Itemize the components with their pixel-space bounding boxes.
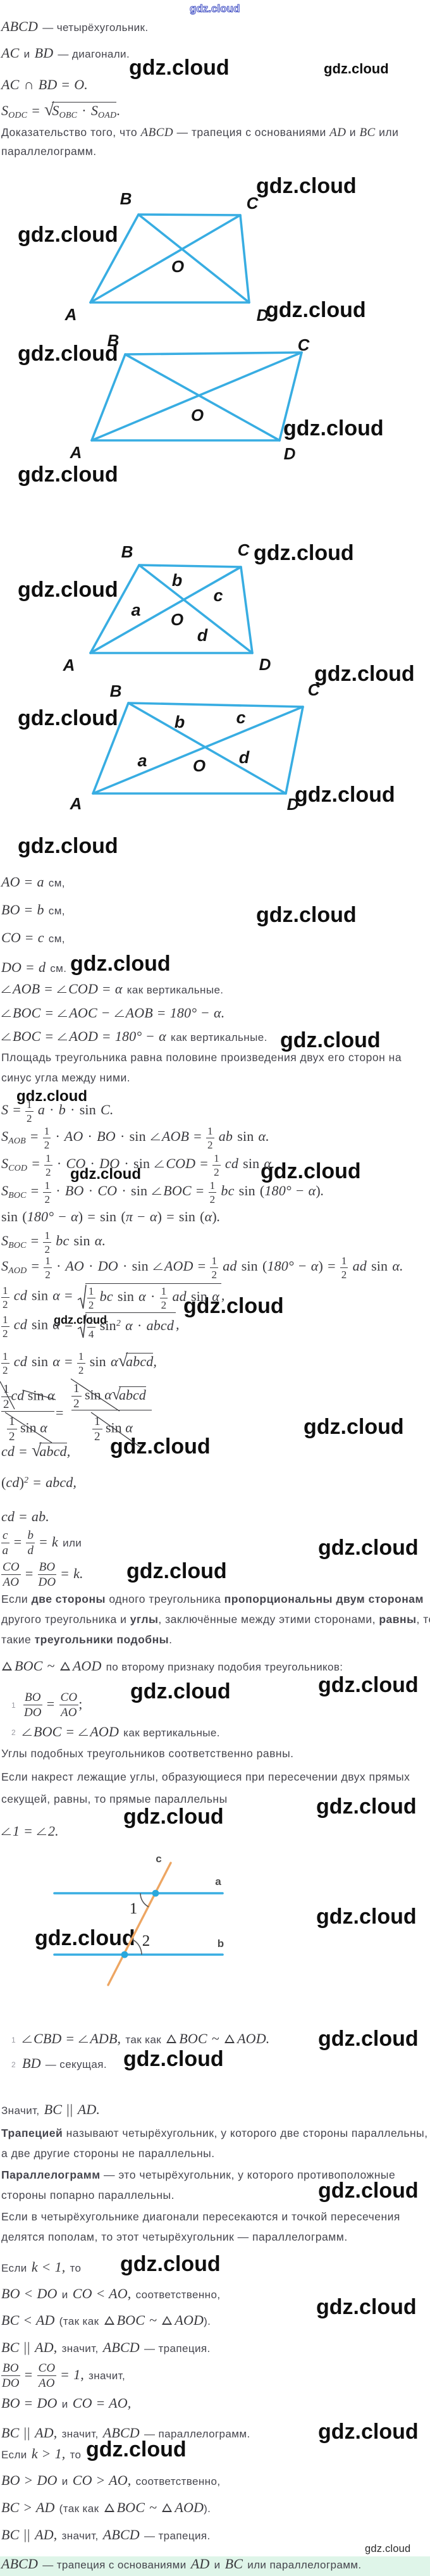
svg-text:a: a [137,751,147,770]
svg-text:b: b [175,712,185,731]
svg-text:C: C [298,335,310,354]
svg-text:O: O [171,610,183,629]
svg-text:A: A [70,794,82,813]
svg-text:A: A [64,305,77,324]
svg-text:B: B [108,331,120,350]
svg-text:D: D [257,306,269,325]
svg-text:D: D [284,444,296,463]
svg-text:O: O [191,406,204,425]
svg-text:a: a [131,600,140,619]
svg-text:B: B [120,189,132,208]
svg-text:d: d [197,626,208,645]
svg-text:C: C [238,540,250,559]
svg-text:D: D [259,655,271,674]
svg-text:C: C [308,680,321,699]
svg-text:A: A [70,443,82,462]
svg-text:b: b [172,571,183,590]
svg-text:b: b [218,1938,224,1950]
svg-text:1: 1 [130,1900,138,1917]
svg-text:O: O [193,756,206,775]
svg-text:D: D [287,795,299,814]
svg-text:A: A [63,656,75,675]
svg-text:c: c [213,586,223,605]
svg-text:d: d [239,748,250,767]
svg-text:a: a [215,1876,221,1888]
svg-text:c: c [236,708,245,727]
svg-text:B: B [121,542,133,561]
svg-text:2: 2 [142,1932,150,1950]
svg-text:C: C [247,194,259,213]
svg-text:c: c [156,1853,161,1865]
svg-text:O: O [171,257,184,276]
svg-text:B: B [110,681,122,700]
